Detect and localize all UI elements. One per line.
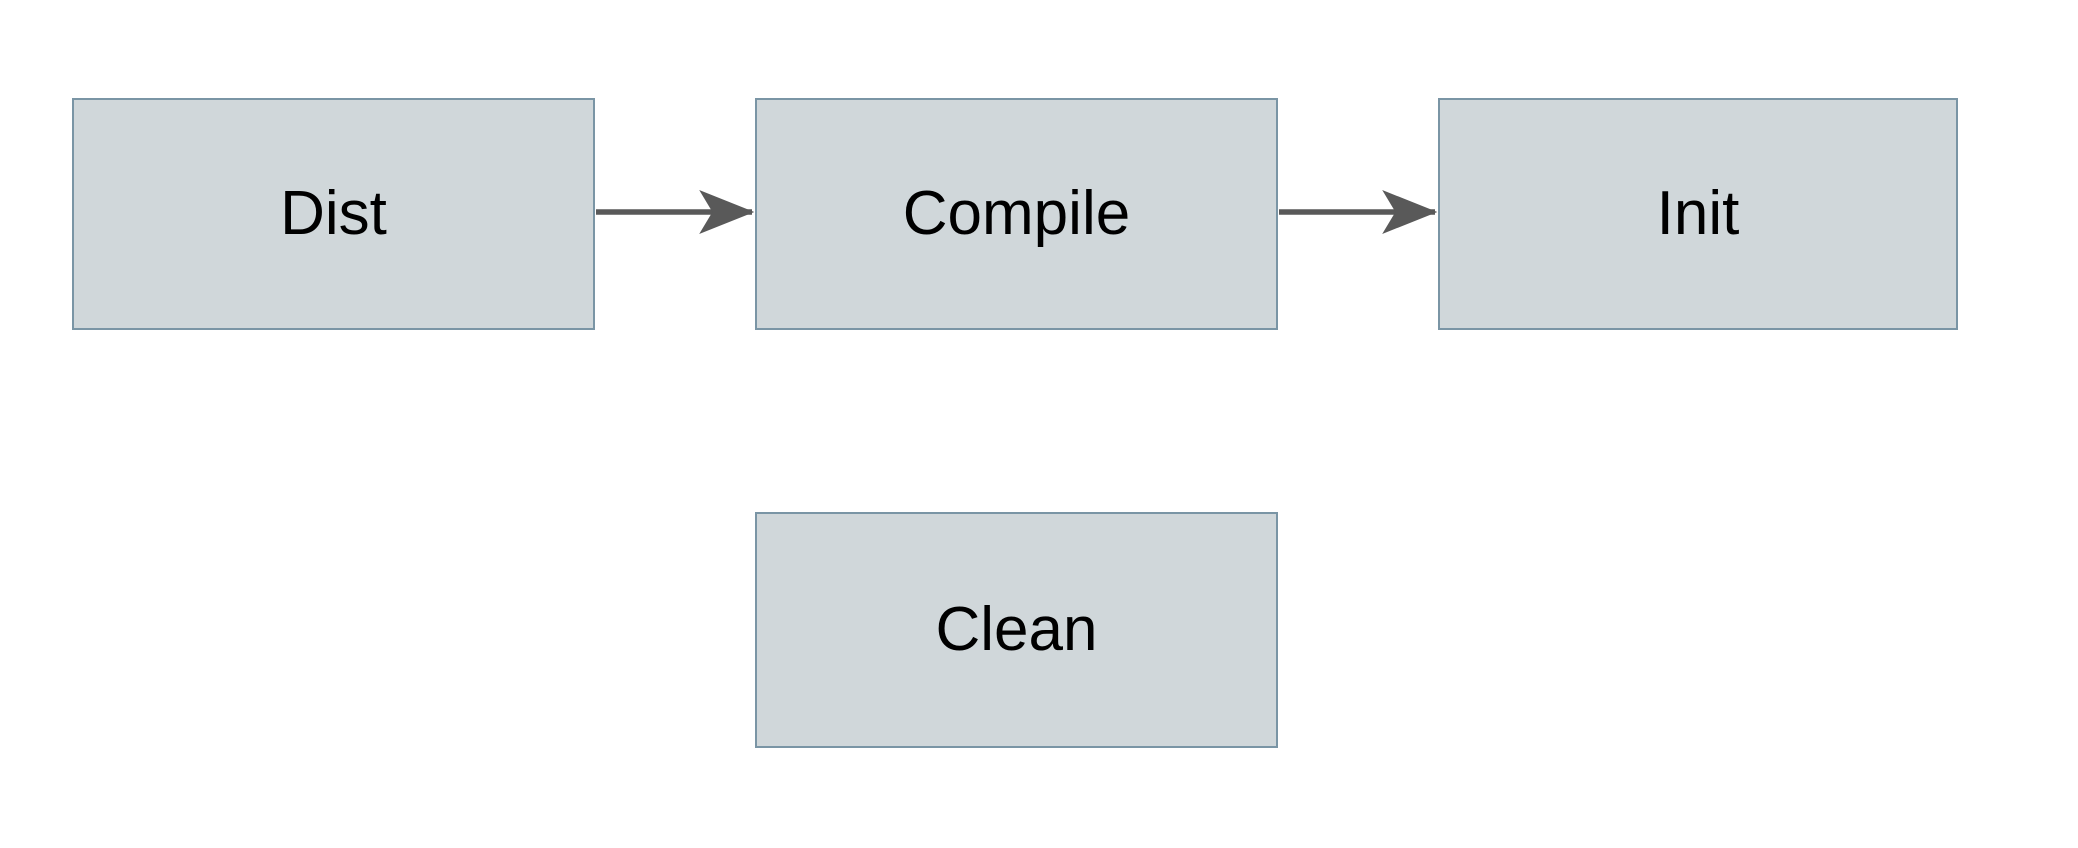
node-dist[interactable]: Dist [72,98,595,330]
node-init[interactable]: Init [1438,98,1958,330]
node-clean[interactable]: Clean [755,512,1278,748]
node-compile[interactable]: Compile [755,98,1278,330]
node-compile-label: Compile [902,179,1131,248]
node-clean-label: Clean [935,595,1098,664]
node-init-label: Init [1656,179,1740,248]
node-dist-label: Dist [280,179,387,248]
